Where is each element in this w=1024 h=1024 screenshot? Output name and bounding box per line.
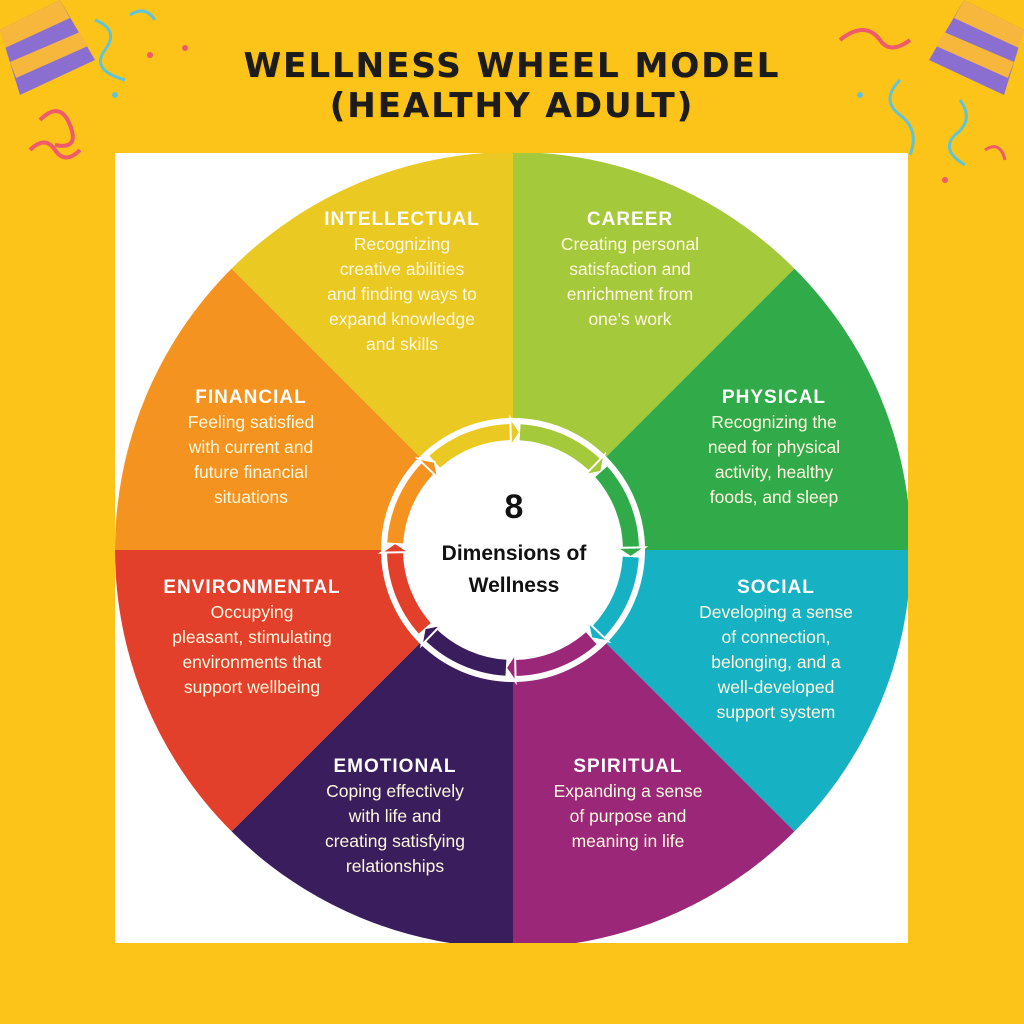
- dimension-title: CAREER: [586, 209, 674, 230]
- ring-arrow-spiritual: [514, 632, 597, 676]
- dimension-description-line: belonging, and a: [711, 652, 841, 672]
- dimension-description-line: Recognizing: [353, 234, 451, 254]
- dimension-description-line: foods, and sleep: [709, 487, 839, 507]
- center-number: 8: [504, 488, 524, 526]
- dimension-description-line: Coping effectively: [326, 781, 464, 801]
- dimension-description-line: one's work: [588, 309, 672, 329]
- dimension-description-line: Recognizing the: [711, 412, 837, 432]
- dimension-description-line: Occupying: [210, 602, 294, 622]
- ring-arrowhead-social: [586, 619, 612, 644]
- dimension-description-line: support system: [716, 702, 836, 722]
- dimension-title: PHYSICAL: [721, 387, 827, 408]
- dimension-description-line: situations: [214, 487, 288, 507]
- dimension-title: SOCIAL: [737, 577, 815, 598]
- dimension-description-line: activity, healthy: [714, 462, 834, 482]
- dimension-spiritual: SPIRITUAL Expanding a sense of purpose and…: [518, 755, 738, 854]
- dimension-description-line: creative abilities: [339, 259, 465, 279]
- ring-arrow-emotional: [425, 629, 507, 676]
- ring-arrow-environmental: [387, 551, 431, 634]
- dimension-description-line: relationships: [345, 856, 445, 876]
- ring-arrowhead-career: [582, 451, 607, 477]
- dimension-description-line: and skills: [366, 334, 438, 354]
- dimension-description-line: creating satisfying: [324, 831, 466, 851]
- dimension-description-line: Expanding a sense: [553, 781, 703, 801]
- ring-arrow-physical: [595, 466, 639, 549]
- dimension-title: EMOTIONAL: [333, 756, 457, 777]
- dimension-environmental: ENVIRONMENTAL Occupying pleasant, stimulat…: [142, 576, 362, 700]
- party-decorations: [0, 0, 1024, 183]
- dimension-description-line: need for physical: [707, 437, 841, 457]
- wellness-wheel: [115, 153, 908, 943]
- dimension-career: CAREER Creating personal satisfaction and e…: [520, 208, 740, 332]
- dimension-description-line: Creating personal: [560, 234, 700, 254]
- dimension-description-line: future financial: [194, 462, 308, 482]
- ring-arrowhead-financial: [414, 456, 440, 481]
- dimension-description-line: Feeling satisfied: [187, 412, 315, 432]
- dimension-social: SOCIAL Developing a sense of connection, be…: [666, 576, 886, 725]
- dimension-financial: FINANCIAL Feeling satisfied with current a…: [141, 386, 361, 510]
- dimension-description-line: satisfaction and: [569, 259, 691, 279]
- dimension-description-line: with life and: [348, 806, 442, 826]
- party-popper-left-icon: [0, 0, 95, 95]
- dimension-intellectual: INTELLECTUAL Recognizing creative abilitie…: [292, 208, 512, 357]
- center-label: Dimensions of Wellness: [399, 538, 629, 602]
- dimension-description-line: with current and: [188, 437, 314, 457]
- ring-arrow-financial: [387, 462, 434, 544]
- page-title-line-1: WELLNESS WHEEL MODEL: [243, 46, 781, 86]
- dimension-description-line: environments that: [182, 652, 322, 672]
- dimension-description-line: support wellbeing: [183, 677, 321, 697]
- dimension-description-line: pleasant, stimulating: [172, 627, 332, 647]
- center-label-line-1: Dimensions of: [441, 542, 587, 565]
- dimension-description-line: Developing a sense: [699, 602, 853, 622]
- dimension-description-line: enrichment from: [566, 284, 694, 304]
- dimension-description-line: and finding ways to: [327, 284, 477, 304]
- ring-arrowhead-environmental: [377, 541, 413, 554]
- party-popper-right-icon: [929, 0, 1024, 95]
- dimension-title: ENVIRONMENTAL: [163, 577, 341, 598]
- dimension-title: INTELLECTUAL: [324, 209, 480, 230]
- dimension-description-line: of purpose and: [569, 806, 687, 826]
- center-label-line-2: Wellness: [468, 574, 560, 597]
- dimension-description-line: meaning in life: [571, 831, 685, 851]
- ring-arrowhead-emotional: [419, 623, 444, 649]
- ring-arrowhead-intellectual: [509, 414, 522, 450]
- ring-arrowhead-physical: [613, 546, 649, 559]
- page-title-line-2: (HEALTHY ADULT): [329, 86, 695, 126]
- dimension-title: FINANCIAL: [195, 387, 307, 408]
- dimension-description-line: of connection,: [721, 627, 831, 647]
- ring-arrowhead-spiritual: [504, 650, 517, 686]
- ring-arrow-career: [519, 424, 601, 471]
- dimension-emotional: EMOTIONAL Coping effectively with life and…: [285, 755, 505, 879]
- dimension-description-line: expand knowledge: [329, 309, 475, 329]
- center-circle: [413, 450, 613, 650]
- dimension-description-line: well-developed: [717, 677, 835, 697]
- ring-arrow-social: [592, 556, 639, 638]
- ring-arrow-intellectual: [429, 424, 512, 468]
- dimension-physical: PHYSICAL Recognizing the need for physical…: [664, 386, 884, 510]
- dimension-title: SPIRITUAL: [573, 756, 683, 777]
